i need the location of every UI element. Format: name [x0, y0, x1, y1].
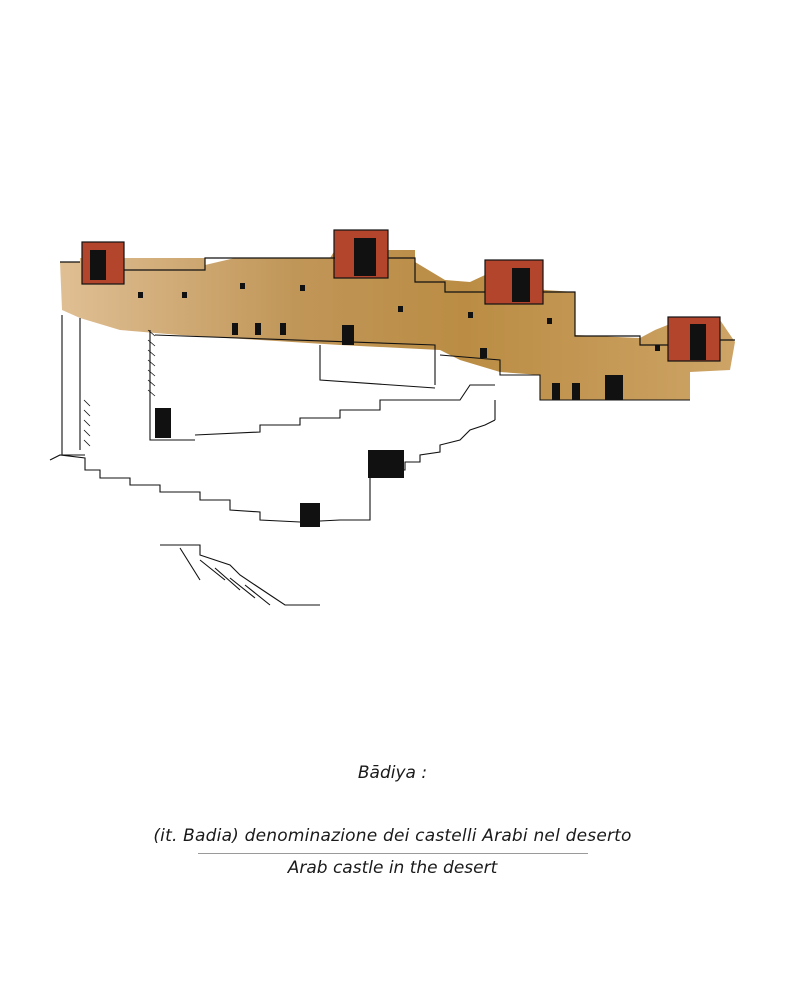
caption-term: Bādiya : — [357, 763, 428, 783]
caption-italian: (it. Badia) denominazione dei castelli A… — [153, 826, 632, 846]
building-outlines — [49, 315, 690, 606]
skyline-outline — [60, 257, 735, 346]
caption-english: Arab castle in the desert — [287, 858, 498, 878]
hatching — [83, 329, 156, 447]
caption-divider — [198, 853, 588, 854]
dark-openings — [138, 283, 660, 527]
arab-castle-illustration — [49, 229, 735, 606]
watercolor-wash — [60, 250, 735, 400]
rooftop-openings — [90, 238, 706, 360]
